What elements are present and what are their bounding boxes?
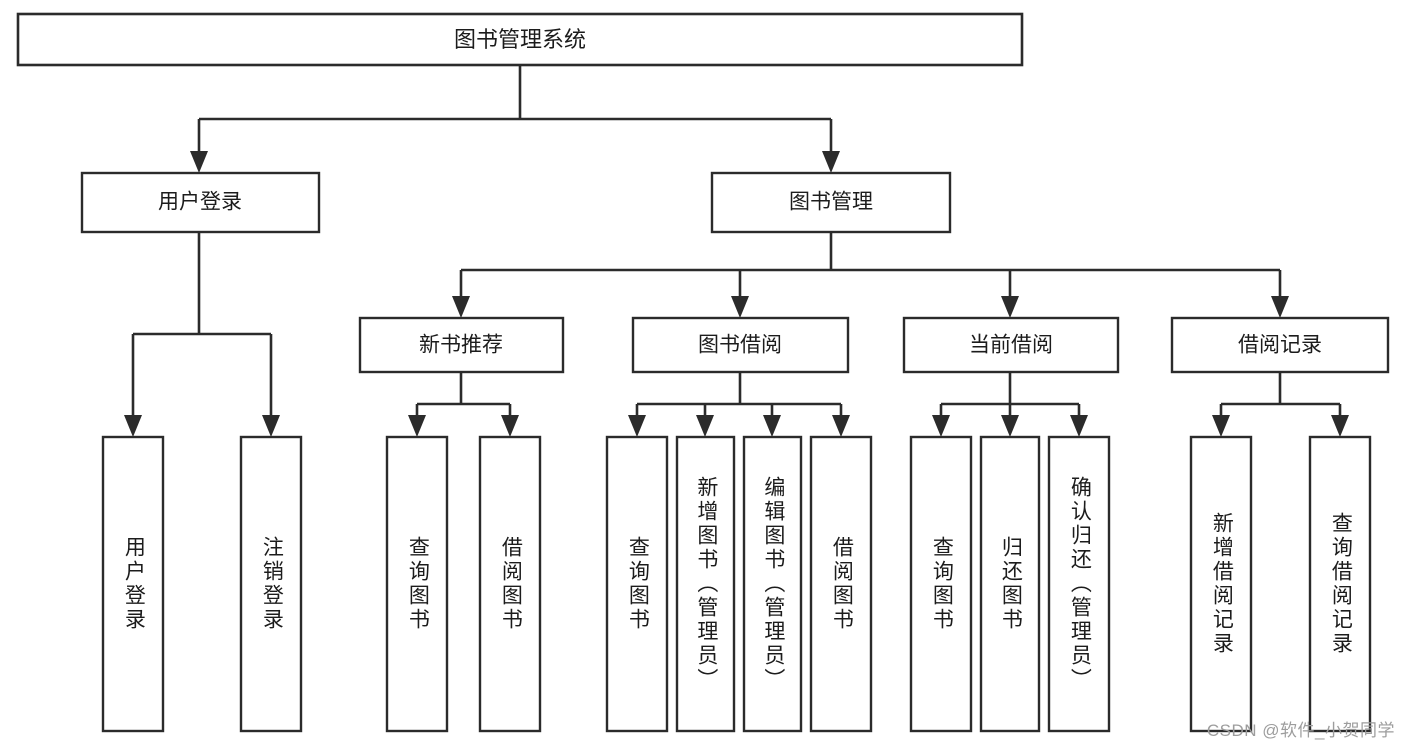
node-borrow-record[interactable]: 借阅记录 — [1170, 316, 1390, 374]
node-root[interactable]: 图书管理系统 — [16, 12, 1024, 67]
arrow-to-leaf-query-record — [1331, 415, 1349, 437]
node-book-borrow-label: 图书借阅 — [698, 334, 782, 357]
node-book-borrow-box[interactable] — [631, 316, 850, 374]
node-book-management-label: 图书管理 — [789, 191, 873, 214]
arrow-to-leaf-confirm-return — [1070, 415, 1088, 437]
node-current-borrow[interactable]: 当前借阅 — [902, 316, 1120, 374]
arrow-to-leaf-logout-login — [262, 415, 280, 437]
arrow-to-new-book-recommend — [452, 296, 470, 318]
node-leaf-logout-login-box[interactable] — [239, 435, 303, 733]
node-user-login-box[interactable] — [80, 171, 321, 234]
node-leaf-add-record-box[interactable] — [1189, 435, 1253, 733]
node-book-management[interactable]: 图书管理 — [710, 171, 952, 234]
node-leaf-query-record-box[interactable] — [1308, 435, 1372, 733]
node-leaf-add-book-box[interactable] — [675, 435, 736, 733]
arrow-to-current-borrow — [1001, 296, 1019, 318]
arrow-to-leaf-edit-book — [763, 415, 781, 437]
node-leaf-borrow-book-1-box[interactable] — [478, 435, 542, 733]
arrow-to-leaf-query-book-1 — [408, 415, 426, 437]
node-book-borrow[interactable]: 图书借阅 — [631, 316, 850, 374]
csdn-watermark: CSDN @软件_小贺同学 — [1206, 721, 1395, 740]
node-leaf-edit-book-box[interactable] — [742, 435, 803, 733]
node-borrow-record-box[interactable] — [1170, 316, 1390, 374]
node-leaf-confirm-return-box[interactable] — [1047, 435, 1111, 733]
arrow-to-leaf-add-record — [1212, 415, 1230, 437]
arrow-to-borrow-record — [1271, 296, 1289, 318]
node-new-book-recommend-box[interactable] — [358, 316, 565, 374]
arrow-to-leaf-borrow-book-1 — [501, 415, 519, 437]
node-current-borrow-box[interactable] — [902, 316, 1120, 374]
node-root-box[interactable] — [16, 12, 1024, 67]
arrow-to-leaf-query-book-2 — [628, 415, 646, 437]
arrow-to-leaf-query-book-3 — [932, 415, 950, 437]
arrow-to-leaf-user-login — [124, 415, 142, 437]
node-user-login[interactable]: 用户登录 — [80, 171, 321, 234]
node-leaf-user-login-box[interactable] — [101, 435, 165, 733]
node-new-book-recommend[interactable]: 新书推荐 — [358, 316, 565, 374]
node-user-login-label: 用户登录 — [158, 191, 242, 214]
node-book-management-box[interactable] — [710, 171, 952, 234]
arrow-to-book-borrow — [731, 296, 749, 318]
node-new-book-recommend-label: 新书推荐 — [419, 334, 503, 357]
node-root-label: 图书管理系统 — [454, 27, 586, 52]
arrow-to-book-management — [822, 151, 840, 173]
arrow-to-leaf-add-book — [696, 415, 714, 437]
node-borrow-record-label: 借阅记录 — [1238, 334, 1322, 357]
arrow-to-user-login — [190, 151, 208, 173]
node-leaf-return-book-box[interactable] — [979, 435, 1041, 733]
node-leaf-borrow-book-2-box[interactable] — [809, 435, 873, 733]
node-leaf-query-book-2-box[interactable] — [605, 435, 669, 733]
node-leaf-query-book-3-box[interactable] — [909, 435, 973, 733]
arrow-to-leaf-borrow-book-2 — [832, 415, 850, 437]
node-leaf-query-book-1-box[interactable] — [385, 435, 449, 733]
node-current-borrow-label: 当前借阅 — [969, 334, 1053, 357]
arrow-to-leaf-return-book — [1001, 415, 1019, 437]
